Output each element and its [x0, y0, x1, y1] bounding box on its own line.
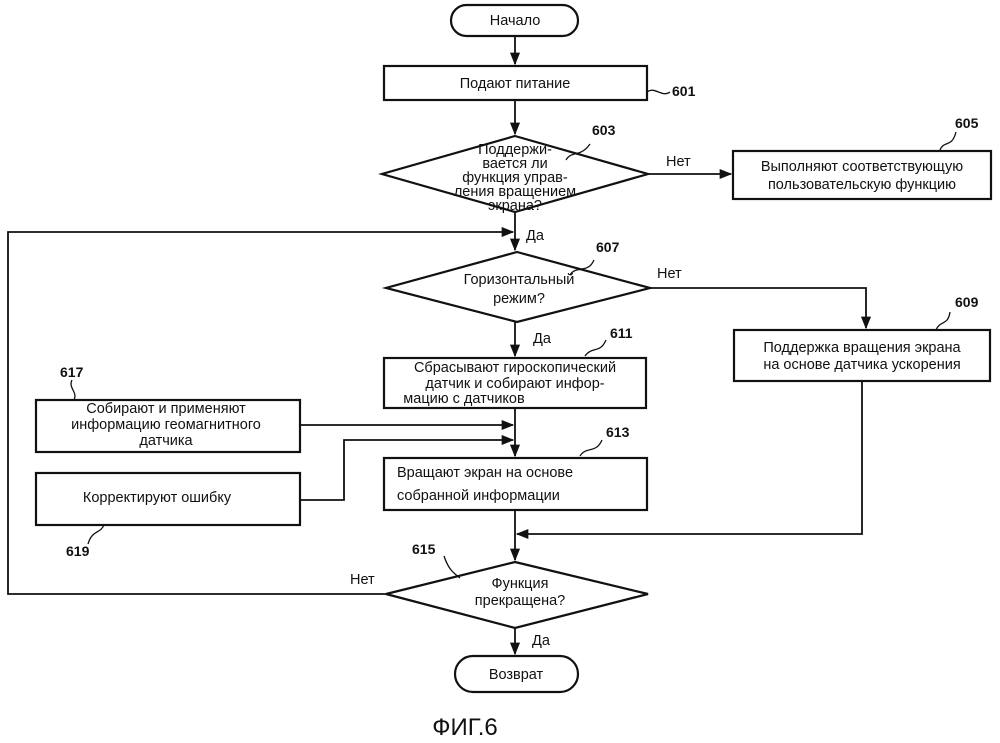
leader-615 — [444, 556, 460, 578]
node-605: Выполняют соответствующую пользовательск… — [733, 151, 991, 199]
terminal-end-label: Возврат — [489, 667, 544, 683]
node-601: Подают питание — [384, 66, 647, 100]
ref-601: 601 — [672, 83, 696, 99]
process-611-line-2: мацию с датчиков — [403, 391, 525, 407]
ref-619: 619 — [66, 543, 90, 559]
decision-615-line-1: прекращена? — [475, 593, 565, 609]
node-607: Горизонтальный режим? — [386, 252, 650, 322]
decision-615-line-0: Функция — [492, 576, 549, 592]
leader-609 — [936, 312, 950, 330]
node-617: Собирают и применяют информацию геомагни… — [36, 400, 300, 452]
leader-611 — [585, 340, 606, 356]
process-619-line-0: Корректируют ошибку — [83, 490, 232, 506]
node-615: Функция прекращена? — [386, 562, 648, 628]
edge-label-603-yes: Да — [526, 228, 545, 244]
decision-603-line-4: экрана? — [488, 198, 542, 214]
process-613-line-1: собранной информации — [397, 488, 560, 504]
process-617-line-0: Собирают и применяют — [86, 401, 246, 417]
edge-607-609-no — [650, 288, 866, 328]
node-603: Поддержи- вается ли функция управ- ления… — [382, 136, 648, 214]
figure-caption: ФИГ.6 — [432, 714, 498, 741]
process-617-line-1: информацию геомагнитного — [71, 417, 261, 433]
terminal-start-label: Начало — [490, 13, 541, 29]
node-609: Поддержка вращения экрана на основе датч… — [734, 330, 990, 381]
edge-label-607-no: Нет — [657, 266, 682, 282]
ref-611: 611 — [610, 325, 633, 341]
process-601-line-0: Подают питание — [460, 76, 571, 92]
process-611-line-0: Сбрасывают гироскопический — [414, 360, 616, 376]
node-611: Сбрасывают гироскопический датчик и соби… — [384, 358, 646, 408]
ref-609: 609 — [955, 294, 979, 310]
process-617-line-2: датчика — [139, 433, 193, 449]
ref-617: 617 — [60, 364, 84, 380]
leader-613 — [580, 440, 602, 456]
edge-label-603-no: Нет — [666, 154, 691, 170]
process-609-line-0: Поддержка вращения экрана — [763, 340, 961, 356]
ref-607: 607 — [596, 239, 620, 255]
leader-601 — [647, 90, 670, 93]
ref-615: 615 — [412, 541, 436, 557]
ref-603: 603 — [592, 122, 616, 138]
leader-619 — [88, 525, 104, 544]
leader-605 — [940, 132, 956, 150]
process-605-line-0: Выполняют соответствующую — [761, 159, 963, 175]
node-613: Вращают экран на основе собранной информ… — [384, 458, 647, 510]
decision-607-line-1: режим? — [493, 291, 545, 307]
edge-label-607-yes: Да — [533, 331, 552, 347]
ref-613: 613 — [606, 424, 630, 440]
edge-label-615-no: Нет — [350, 572, 375, 588]
leader-617 — [71, 380, 75, 400]
process-605-line-1: пользовательскую функцию — [768, 177, 956, 193]
process-609-line-1: на основе датчика ускорения — [763, 357, 960, 373]
node-619: Корректируют ошибку — [36, 473, 300, 525]
process-611-line-1: датчик и собирают инфор- — [425, 376, 604, 392]
node-start: Начало — [451, 5, 578, 36]
node-end: Возврат — [455, 656, 578, 692]
ref-605: 605 — [955, 115, 979, 131]
process-613-line-0: Вращают экран на основе — [397, 465, 573, 481]
decision-607-line-0: Горизонтальный — [464, 272, 575, 288]
edge-label-615-yes: Да — [532, 633, 551, 649]
